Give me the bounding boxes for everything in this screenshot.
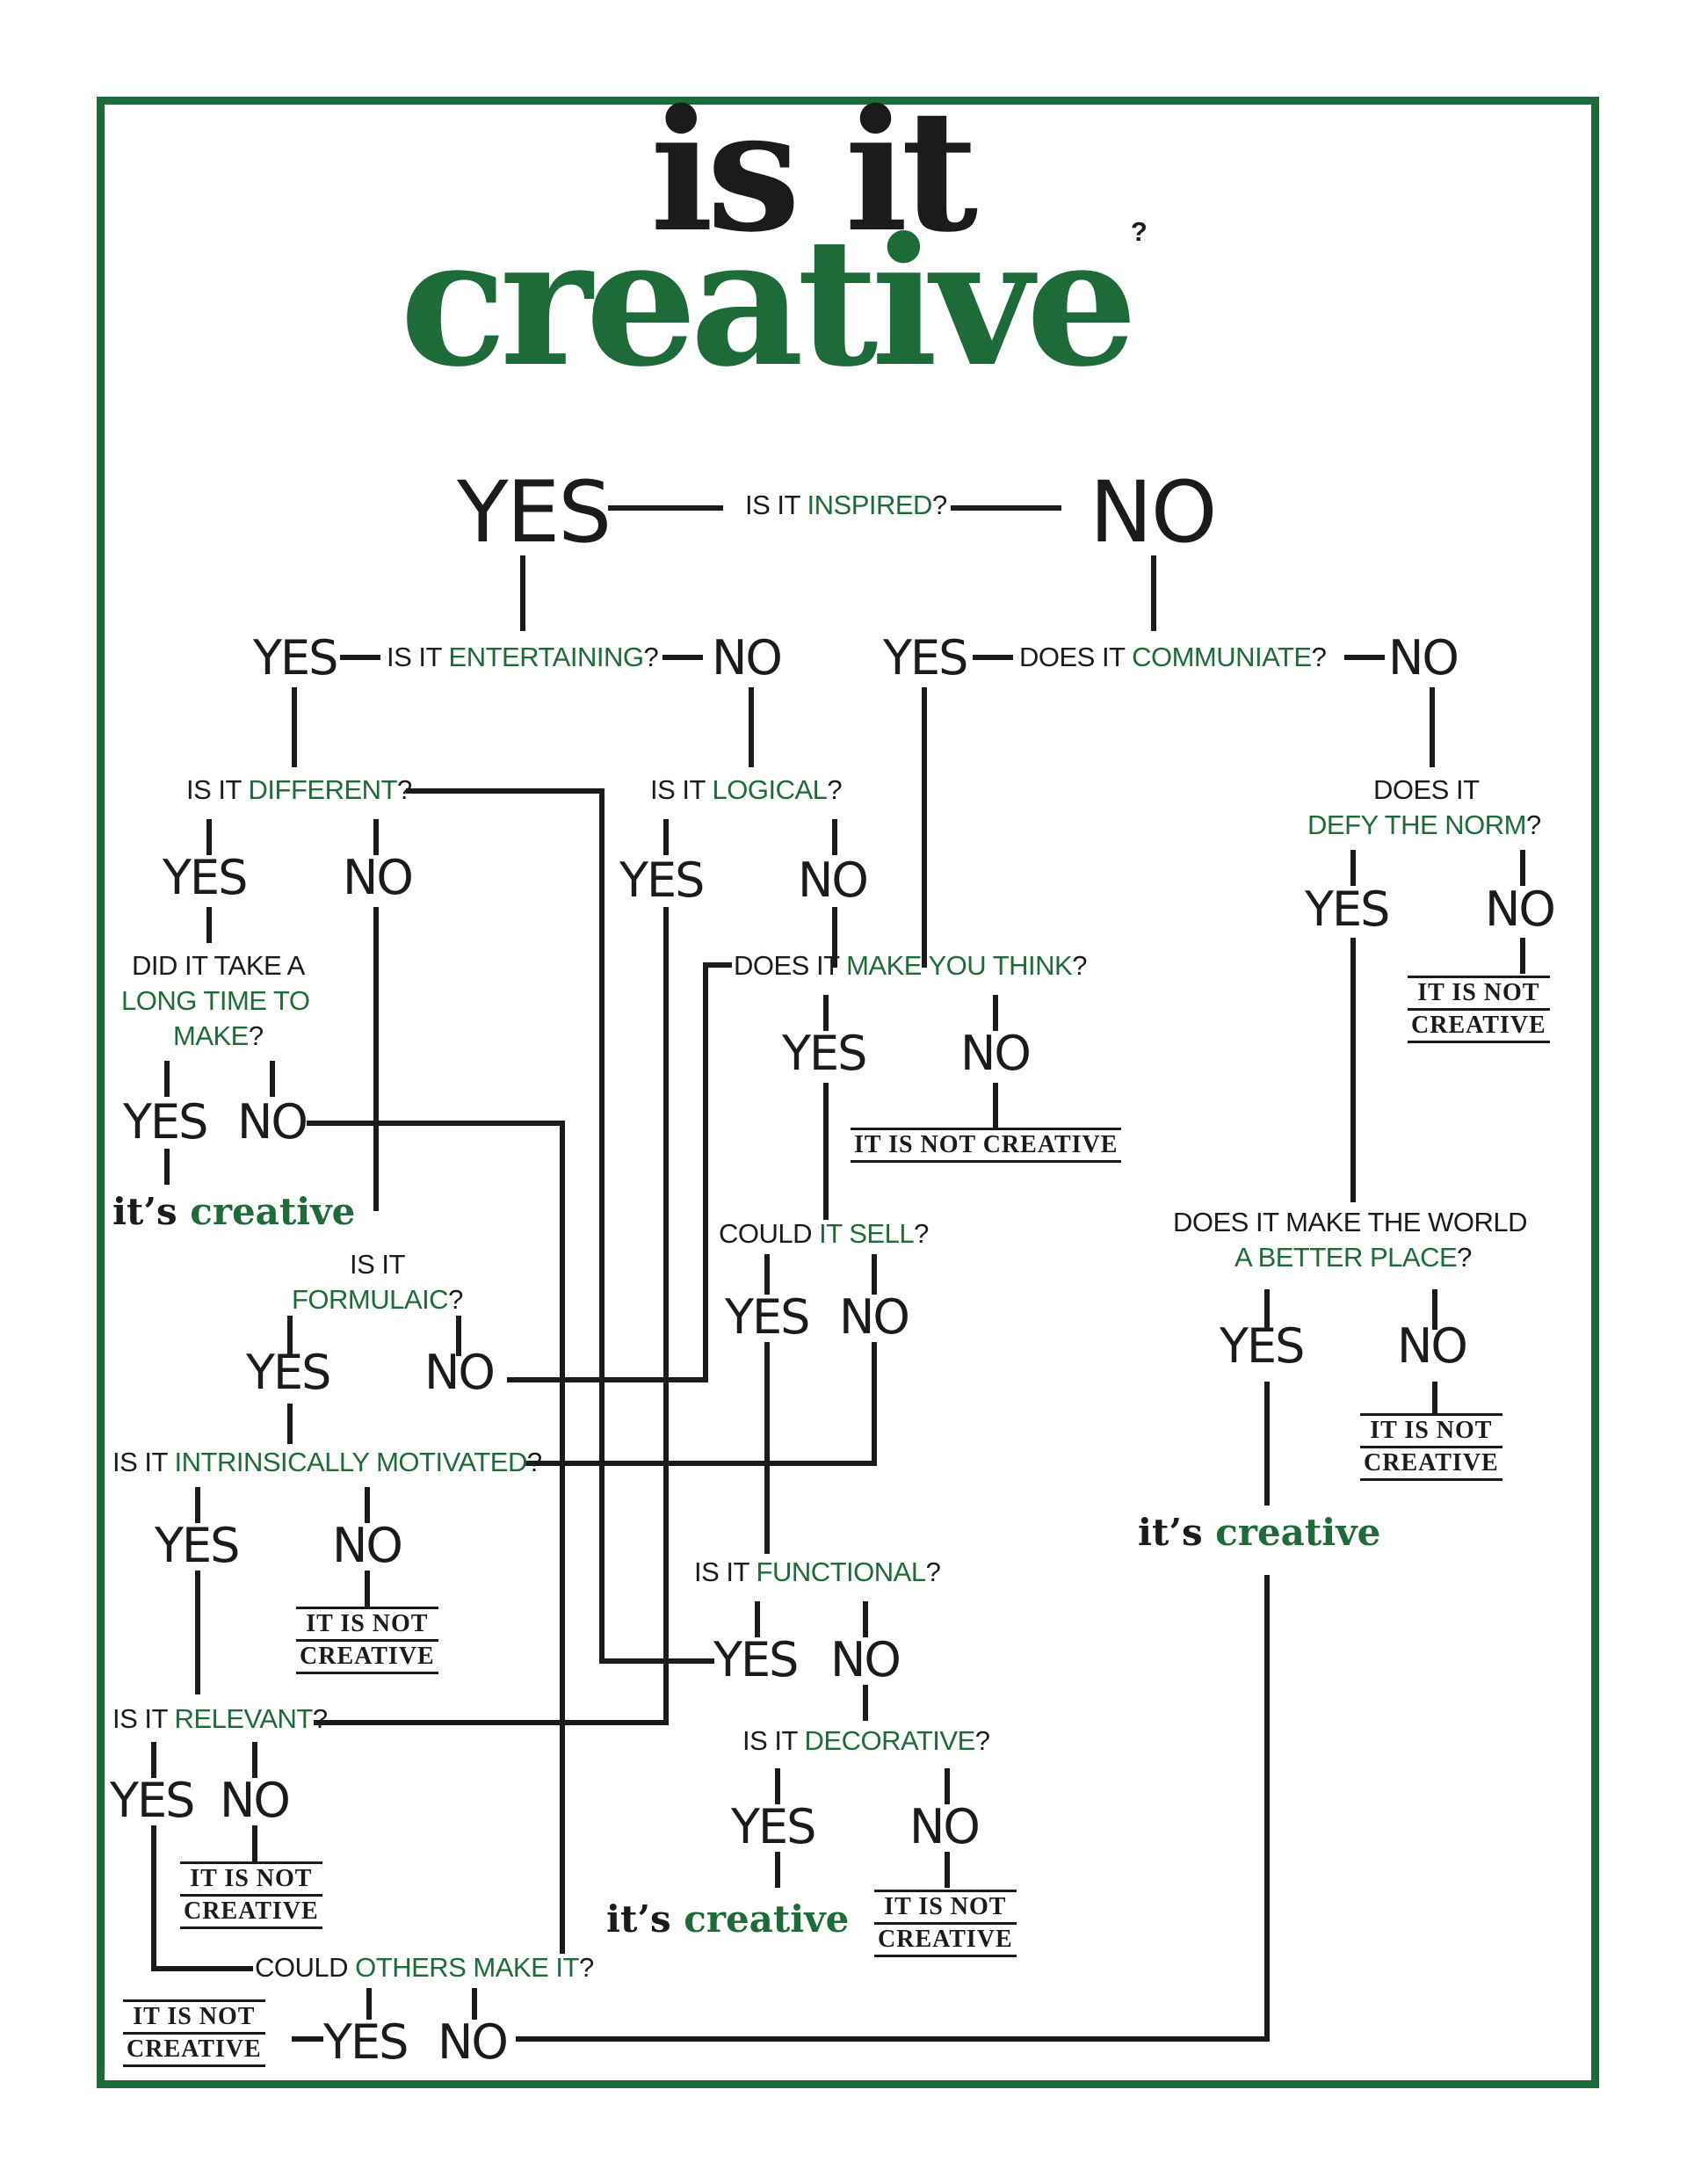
question-intrinsic: IS IT INTRINSICALLY MOTIVATED? (112, 1447, 542, 1477)
question-formulaic-line1: IS IT (350, 1249, 405, 1280)
question-long-line1: DID IT TAKE A (132, 950, 305, 981)
question-sell: COULD IT SELL? (719, 1218, 929, 1249)
answer-yes: YES (782, 1026, 867, 1081)
question-world: A BETTER PLACE? (1234, 1242, 1472, 1273)
answer-no: NO (343, 850, 414, 905)
answer-yes: YES (725, 1289, 810, 1345)
answer-no: NO (237, 1094, 308, 1150)
question-formulaic: FORMULAIC? (292, 1284, 463, 1315)
poster-frame (97, 97, 1599, 2088)
title-line-2: creative? (400, 215, 1148, 391)
answer-no: NO (839, 1289, 910, 1345)
connector (525, 1342, 877, 1466)
answer-no: NO (1090, 463, 1217, 562)
answer-no: NO (1397, 1318, 1468, 1374)
answer-no: NO (712, 630, 783, 686)
question-decorative: IS IT DECORATIVE? (742, 1725, 990, 1756)
connector (406, 788, 714, 1664)
question-logical: IS IT LOGICAL? (650, 774, 843, 805)
outcome-not-creative: IT IS NOT CREATIVE (851, 1128, 1122, 1163)
question-world-line1: DOES IT MAKE THE WORLD (1173, 1207, 1527, 1237)
answer-yes: YES (163, 850, 248, 905)
question-relevant: IS IT RELEVANT? (112, 1703, 328, 1734)
title-line-1: is it (650, 73, 978, 269)
connector (151, 1825, 253, 1971)
answer-no: NO (438, 2014, 509, 2070)
answer-yes: YES (123, 1094, 208, 1150)
connector (507, 962, 732, 1382)
answer-no: NO (909, 1799, 981, 1854)
answer-yes: YES (883, 630, 968, 686)
answer-yes: YES (713, 1632, 799, 1687)
answer-no: NO (1388, 630, 1459, 686)
answer-no: NO (830, 1632, 901, 1687)
answer-yes: YES (253, 630, 338, 686)
answer-no: NO (424, 1345, 496, 1400)
connector (307, 1121, 565, 1954)
question-long-line3: MAKE? (173, 1020, 264, 1051)
question-others: COULD OTHERS MAKE IT? (255, 1952, 594, 1983)
answer-yes: YES (731, 1799, 816, 1854)
connector (516, 1575, 1270, 2042)
question-functional: IS IT FUNCTIONAL? (694, 1556, 941, 1587)
answer-yes: YES (323, 2014, 409, 2070)
answer-yes: YES (619, 853, 705, 908)
answer-yes: YES (246, 1345, 331, 1400)
answer-no: NO (798, 853, 869, 908)
answer-yes: YES (110, 1773, 195, 1828)
connector (314, 907, 669, 1725)
question-communicate: DOES IT COMMUNIATE? (1019, 642, 1327, 672)
outcome-creative: it’s creative (606, 1897, 850, 1941)
question-defy-line1: DOES IT (1373, 774, 1480, 805)
answer-no: NO (1485, 882, 1556, 937)
answer-no: NO (332, 1518, 403, 1573)
question-different: IS IT DIFFERENT? (186, 774, 412, 805)
answer-yes: YES (1220, 1318, 1305, 1374)
outcome-creative: it’s creative (1138, 1511, 1381, 1554)
title-question-mark: ? (1130, 216, 1148, 247)
answer-yes: YES (457, 463, 612, 562)
question-long-line2: LONG TIME TO (121, 985, 310, 1016)
answer-yes: YES (1305, 882, 1390, 937)
answer-no: NO (960, 1026, 1032, 1081)
question-inspired: IS IT INSPIRED? (745, 490, 947, 520)
question-entertaining: IS IT ENTERTAINING? (387, 642, 659, 672)
answer-yes: YES (155, 1518, 240, 1573)
question-defy: DEFY THE NORM? (1307, 809, 1541, 840)
answer-no: NO (220, 1773, 291, 1828)
title-accent-word: creative (400, 200, 1138, 406)
outcome-creative: it’s creative (112, 1190, 356, 1233)
question-make-you-think: DOES IT MAKE YOU THINK? (734, 950, 1087, 981)
